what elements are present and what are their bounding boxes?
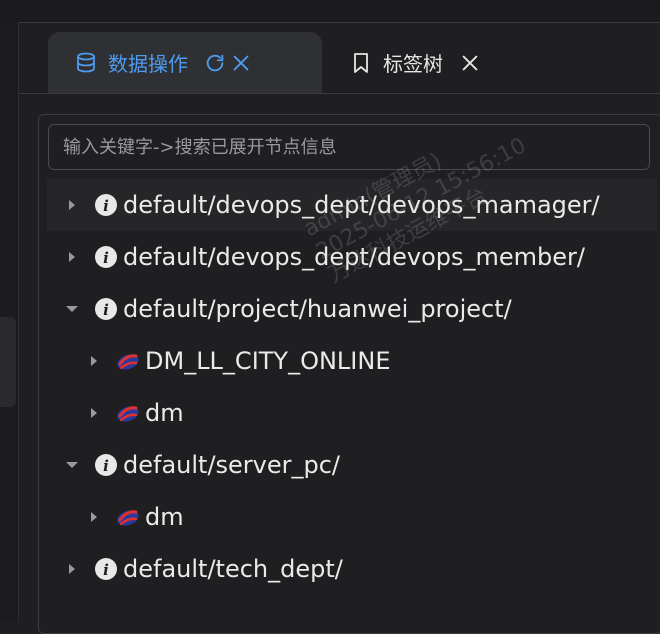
dm-database-icon [115,400,141,426]
tree: i default/devops_dept/devops_mamager/ i … [47,179,657,595]
tree-node-label: default/devops_dept/devops_member/ [123,243,585,271]
chevron-down-icon[interactable] [65,458,79,472]
tree-node[interactable]: dm [47,491,657,543]
tree-node[interactable]: i default/devops_dept/devops_mamager/ [47,179,657,231]
chevron-down-icon[interactable] [65,302,79,316]
refresh-icon[interactable] [204,52,226,74]
chevron-right-icon[interactable] [87,406,101,420]
tab-label: 标签树 [383,52,443,76]
tab-bar: 数据操作 标签树 [19,23,660,94]
database-icon [74,51,98,75]
search-input[interactable] [48,124,650,170]
tree-node-label: default/tech_dept/ [123,555,343,583]
tree-node[interactable]: i default/project/huanwei_project/ [47,283,657,335]
svg-text:i: i [103,301,109,319]
tree-node[interactable]: i default/tech_dept/ [47,543,657,595]
tree-node-label: default/project/huanwei_project/ [123,295,512,323]
tab-tag-tree[interactable]: 标签树 [327,32,507,93]
tab-data-operations[interactable]: 数据操作 [48,32,322,93]
chevron-right-icon[interactable] [87,354,101,368]
chevron-right-icon[interactable] [65,198,79,212]
left-rail [0,22,19,622]
svg-text:i: i [103,249,109,267]
tree-node[interactable]: i default/server_pc/ [47,439,657,491]
tree-panel: i default/devops_dept/devops_mamager/ i … [38,114,660,634]
chevron-right-icon[interactable] [65,250,79,264]
chevron-right-icon[interactable] [87,510,101,524]
tree-node[interactable]: i default/devops_dept/devops_member/ [47,231,657,283]
tree-node[interactable]: DM_LL_CITY_ONLINE [47,335,657,387]
dm-database-icon [115,504,141,530]
chevron-right-icon[interactable] [65,562,79,576]
tree-node[interactable]: dm [47,387,657,439]
tree-node-label: default/devops_dept/devops_mamager/ [123,191,600,219]
window-top-strip [0,0,660,23]
tab-label: 数据操作 [108,52,188,76]
close-icon[interactable] [459,52,481,74]
info-icon: i [93,296,119,322]
close-icon[interactable] [230,52,252,74]
svg-text:i: i [103,561,109,579]
svg-text:i: i [103,457,109,475]
tree-node-label: DM_LL_CITY_ONLINE [145,347,391,375]
info-icon: i [93,192,119,218]
svg-text:i: i [103,197,109,215]
info-icon: i [93,452,119,478]
rail-handle[interactable] [0,317,16,407]
tree-node-label: dm [145,399,184,427]
info-icon: i [93,556,119,582]
tree-node-label: default/server_pc/ [123,451,341,479]
bookmark-icon [349,51,373,75]
info-icon: i [93,244,119,270]
dm-database-icon [115,348,141,374]
tree-node-label: dm [145,503,184,531]
